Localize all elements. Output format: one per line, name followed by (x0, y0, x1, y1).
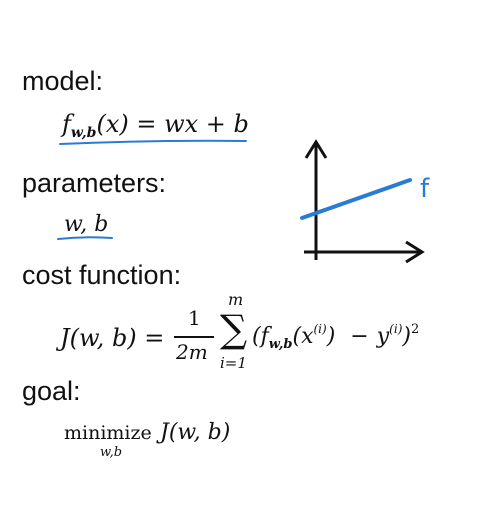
cost-fraction-num: 1 (188, 306, 201, 330)
graph-line-label: f (420, 174, 430, 204)
cost-f: f (260, 324, 269, 349)
goal-operator-subscript: w,b (100, 445, 123, 460)
cost-fraction-den: 2m (176, 340, 208, 364)
cost-fraction-bar (174, 336, 214, 338)
model-underline (59, 139, 247, 145)
cost-x: (x (292, 324, 314, 349)
graph-regression-line (300, 178, 412, 220)
goal-operator: minimize (64, 422, 152, 444)
model-f: f (62, 110, 71, 138)
model-label: model: (22, 66, 104, 96)
cost-sum-symbol: ∑ (220, 307, 248, 351)
goal-equation: minimize w,b J(w, b) (64, 418, 324, 468)
cost-x-superscript: (i) (313, 322, 327, 336)
cost-equation: J(w, b) = 1 2m m ∑ i=1 (fw,b(x(i)) −y(i)… (60, 292, 496, 376)
parameters-label: parameters: (22, 168, 167, 198)
model-rest: (x) = wx + b (96, 110, 249, 138)
cost-sum-top: m (228, 290, 244, 309)
goal-argument: J(w, b) (160, 420, 231, 445)
cost-lhs: J(w, b) = (60, 324, 165, 352)
cost-f-subscript: w,b (268, 337, 293, 352)
cost-x-close: ) (326, 324, 336, 349)
cost-minus: − (350, 324, 369, 349)
cost-summand: (fw,b(x(i)) −y(i))2 (252, 323, 419, 351)
cost-open-paren: ( (252, 324, 261, 349)
model-equation: fw,b(x) = wx + b (62, 110, 249, 140)
graph-y-arrowhead (304, 139, 328, 159)
cost-close-paren: ) (402, 324, 411, 349)
params-underline (57, 236, 113, 240)
graph-x-arrowhead (405, 240, 425, 264)
cost-y-superscript: (i) (389, 322, 403, 336)
params-equation: w, b (64, 212, 109, 237)
cost-function-label: cost function: (22, 260, 182, 290)
goal-label: goal: (22, 376, 81, 406)
model-f-subscript: w,b (70, 125, 97, 141)
cost-y: y (376, 324, 390, 349)
cost-power: 2 (410, 322, 420, 337)
cost-sum-bottom: i=1 (220, 354, 247, 372)
